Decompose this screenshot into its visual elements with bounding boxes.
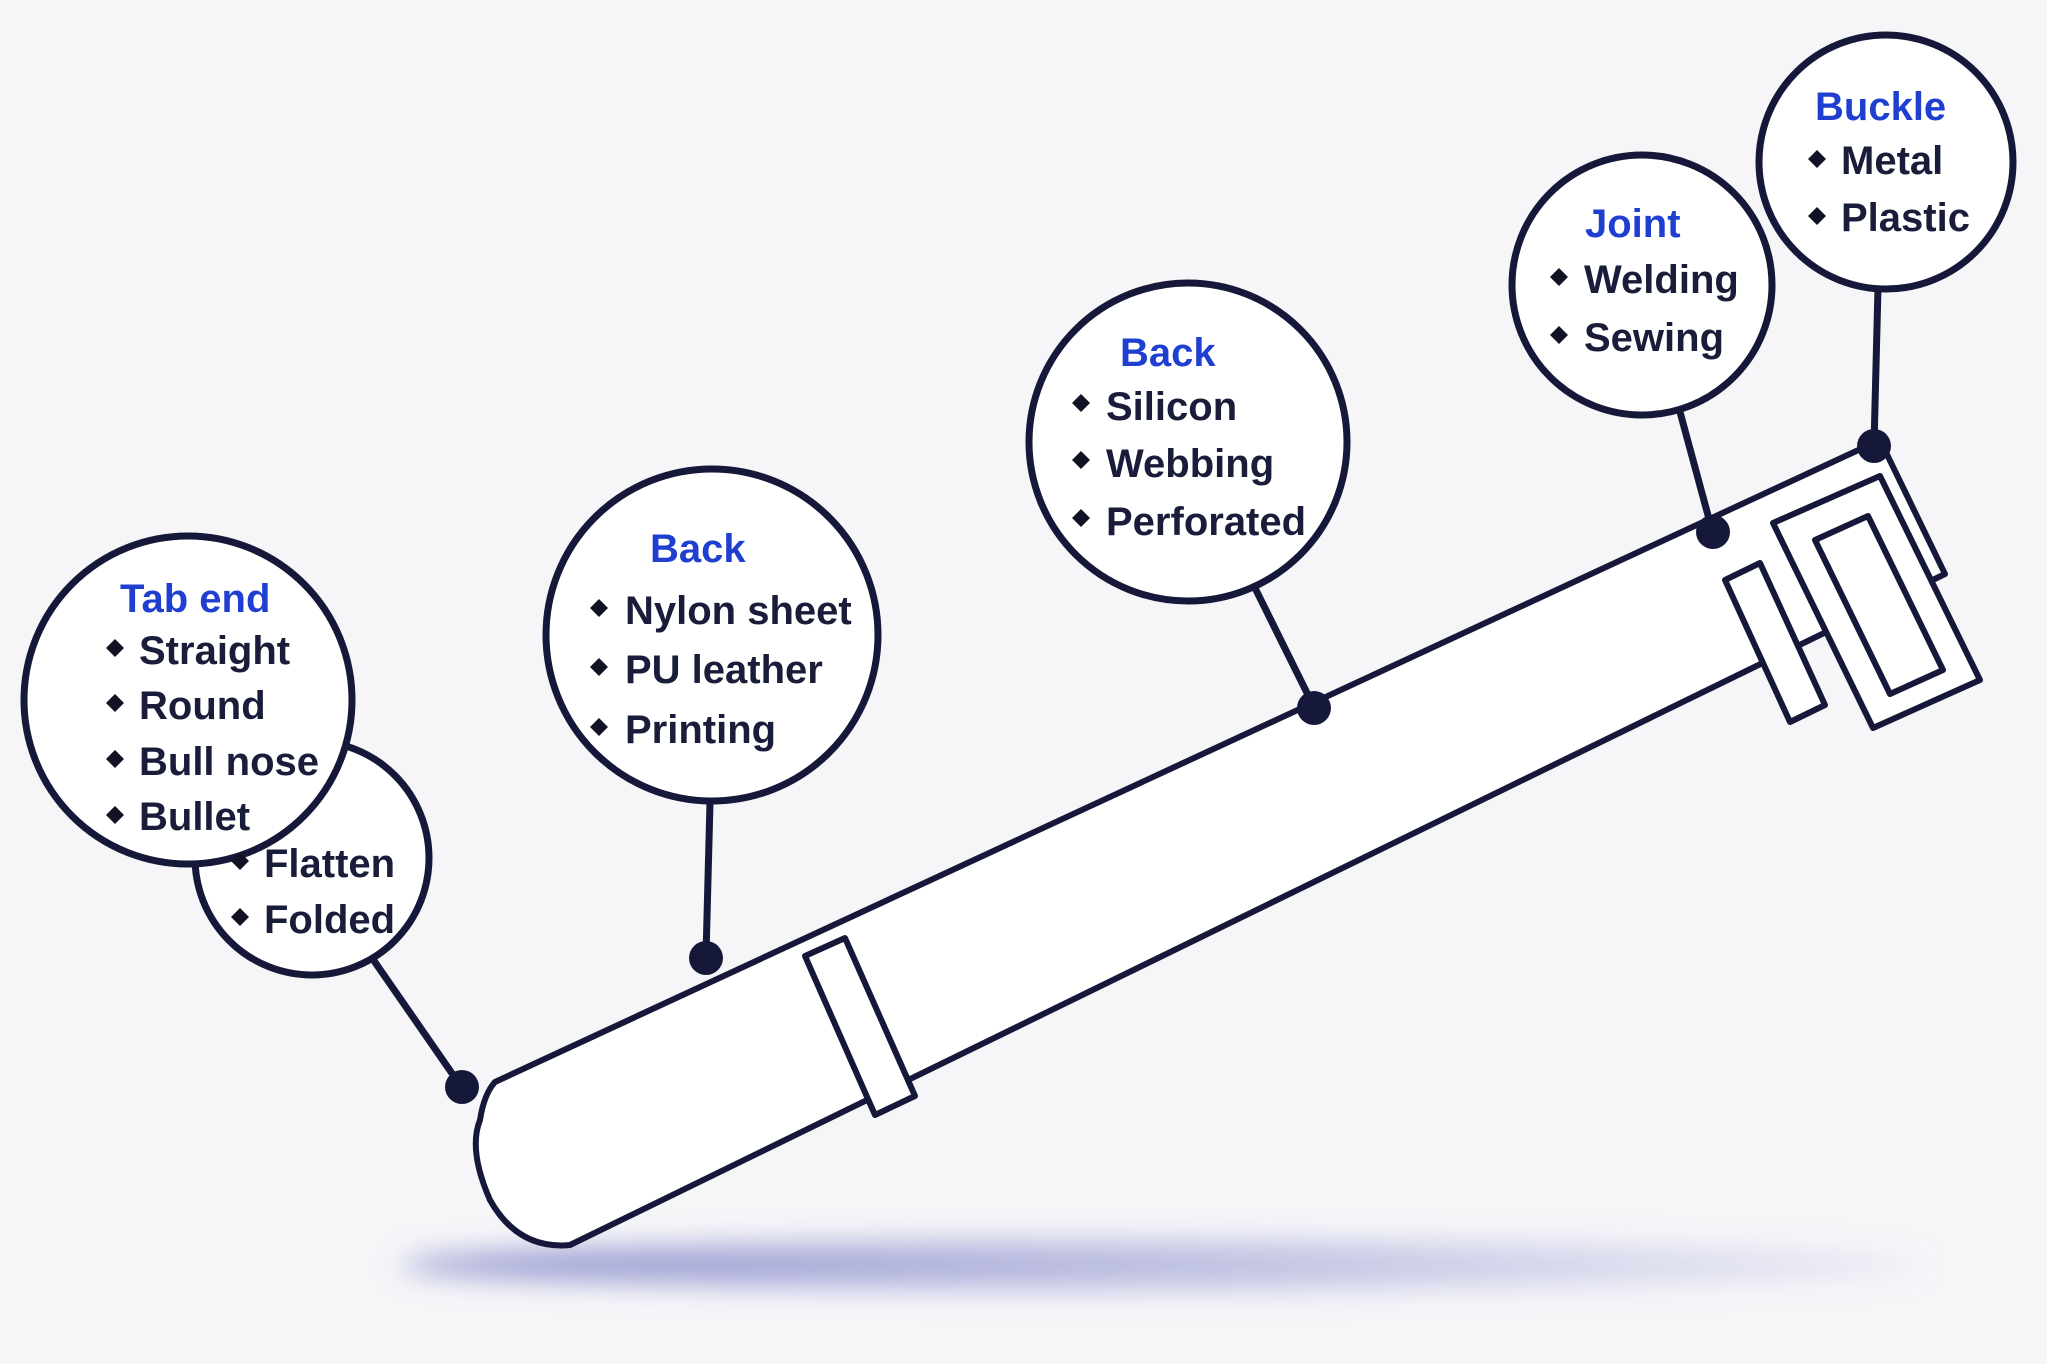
leader-back-mid (1251, 584, 1316, 707)
diamond-icon (1072, 451, 1090, 469)
callout-back-mid (1025, 279, 1351, 605)
tab-end-item-straight: Straight (139, 629, 290, 673)
diamond-icon (590, 718, 608, 736)
diamond-icon (1072, 394, 1090, 412)
anchor-dot-back-mid (1297, 691, 1331, 725)
strap-shadow (400, 1241, 1920, 1289)
anchor-dot-back-left (689, 941, 723, 975)
diamond-icon (590, 658, 608, 676)
callout-text: Buckle Metal Plastic Joint Welding Sewin… (106, 85, 1970, 942)
joint-item-welding: Welding (1584, 258, 1739, 302)
back-left-item-printing: Printing (625, 708, 776, 752)
tab-end-item-bull-nose: Bull nose (139, 740, 319, 784)
diamond-icon (231, 852, 249, 870)
diamond-icon (590, 599, 608, 617)
tab-end-subitem-flatten: Flatten (264, 842, 395, 886)
leader-tab-end (366, 951, 462, 1086)
back-mid-title: Back (1120, 331, 1216, 375)
diamond-icon (1808, 207, 1826, 225)
diamond-icon (1808, 150, 1826, 168)
tab-end-subitem-folded: Folded (264, 898, 395, 942)
anchor-dot-buckle (1857, 429, 1891, 463)
leader-joint (1676, 408, 1716, 534)
strap (472, 437, 1983, 1249)
leader-back-left (702, 799, 714, 959)
joint-title: Joint (1585, 202, 1681, 246)
diamond-icon (1072, 509, 1090, 527)
callout-tab-end (20, 532, 433, 979)
joint-item-sewing: Sewing (1584, 316, 1724, 360)
anchor-dot-tab-end (445, 1070, 479, 1104)
callout-buckle (1755, 31, 2017, 293)
back-left-item-nylon-sheet: Nylon sheet (625, 589, 852, 633)
back-mid-item-silicon: Silicon (1106, 385, 1237, 429)
diamond-icon (231, 908, 249, 926)
tab-end-item-bullet: Bullet (139, 795, 250, 839)
tab-end-title: Tab end (120, 577, 270, 621)
diamond-icon (106, 750, 124, 768)
back-left-item-pu-leather: PU leather (625, 648, 823, 692)
buckle-frame (1770, 473, 1983, 731)
buckle-item-metal: Metal (1841, 139, 1943, 183)
back-mid-item-perforated: Perforated (1106, 500, 1306, 544)
leader-buckle (1870, 284, 1882, 449)
back-mid-item-webbing: Webbing (1106, 442, 1274, 486)
tab-end-item-round: Round (139, 684, 266, 728)
buckle-title: Buckle (1815, 85, 1946, 129)
callout-joint (1508, 151, 1776, 419)
buckle-item-plastic: Plastic (1841, 196, 1970, 240)
diamond-icon (1550, 326, 1568, 344)
back-left-title: Back (650, 527, 746, 571)
keeper-band-left (802, 935, 918, 1118)
leaders (366, 284, 1891, 1104)
anchor-dot-joint (1696, 515, 1730, 549)
callout-back-left (542, 465, 882, 805)
diamond-icon (1550, 268, 1568, 286)
diamond-icon (106, 639, 124, 657)
diamond-icon (106, 694, 124, 712)
diamond-icon (106, 806, 124, 824)
joint-band (1722, 560, 1828, 725)
